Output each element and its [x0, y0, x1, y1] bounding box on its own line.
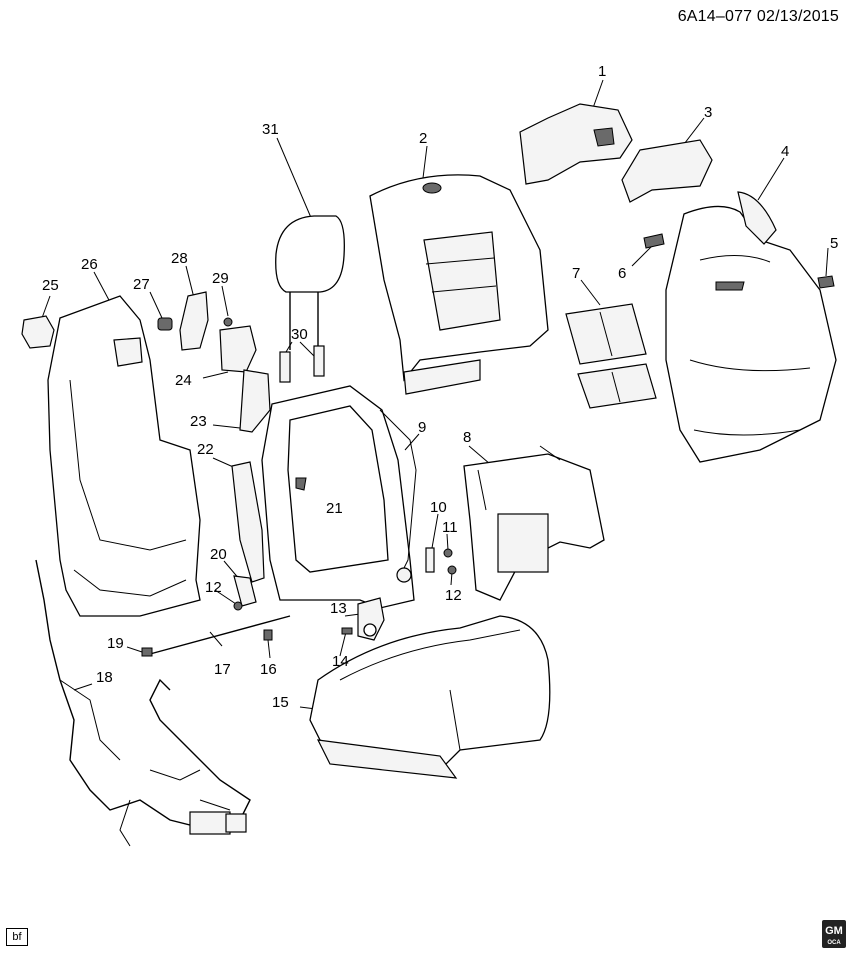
gm-logo-sub: OCA — [827, 940, 841, 946]
callout-20: 20 — [210, 546, 227, 563]
callout-26: 26 — [81, 256, 98, 273]
part-26-rear-panel — [47, 295, 201, 617]
part-1-shell — [519, 103, 633, 185]
part-16-fastener — [263, 629, 273, 641]
part-15-seat-cushion — [309, 615, 551, 771]
part-10-stud — [425, 547, 435, 573]
part-12-bolt — [233, 601, 243, 611]
part-24-latch — [219, 325, 257, 373]
callout-16: 16 — [260, 661, 277, 678]
part-7-heater-mat — [565, 303, 657, 409]
part-3-bolster — [621, 139, 713, 203]
callout-8: 8 — [463, 429, 472, 446]
callout-19: 19 — [107, 635, 124, 652]
callout-11: 11 — [442, 519, 458, 536]
part-27-pin — [157, 317, 173, 331]
callout-15: 15 — [272, 694, 289, 711]
part-22-side-pad — [231, 461, 265, 583]
part-29-screw — [223, 317, 233, 327]
part-14-bolt — [341, 627, 353, 635]
part-31-headrest — [275, 215, 345, 293]
callout-13: 13 — [330, 600, 347, 617]
callout-21: 21 — [326, 500, 343, 517]
gm-logo-text: GM — [825, 925, 843, 937]
callout-1: 1 — [598, 63, 607, 80]
callout-14: 14 — [332, 653, 349, 670]
callout-22: 22 — [197, 441, 214, 458]
callout-6: 6 — [618, 265, 627, 282]
part-4-back-cover — [665, 205, 837, 463]
callout-27: 27 — [133, 276, 150, 293]
callout-30: 30 — [291, 326, 308, 343]
gm-logo: GM OCA — [822, 920, 846, 948]
callout-31: 31 — [262, 121, 279, 138]
part-23-hinge — [239, 369, 271, 433]
footer-tag: bf — [6, 928, 28, 946]
part-19-end — [141, 647, 153, 657]
callout-7: 7 — [572, 265, 581, 282]
callout-23: 23 — [190, 413, 207, 430]
callout-4: 4 — [781, 143, 790, 160]
callout-12-left: 12 — [205, 579, 222, 596]
callout-17: 17 — [214, 661, 231, 678]
part-28-bracket — [179, 291, 209, 351]
part-17-rod — [149, 615, 291, 655]
callout-5: 5 — [830, 235, 839, 252]
callout-18: 18 — [96, 669, 113, 686]
part-21-clip — [295, 477, 307, 491]
part-6-badge — [643, 233, 665, 249]
part-5-knob — [817, 275, 835, 289]
part-11-nut — [443, 548, 453, 558]
callout-29: 29 — [212, 270, 229, 287]
callout-25: 25 — [42, 277, 59, 294]
diagram-id: 6A14–077 02/13/2015 — [677, 8, 839, 25]
part-12-bolt-right — [447, 565, 457, 575]
callout-28: 28 — [171, 250, 188, 267]
callout-12-right: 12 — [445, 587, 462, 604]
callout-2: 2 — [419, 130, 428, 147]
callout-9: 9 — [418, 419, 427, 436]
callout-10: 10 — [430, 499, 447, 516]
callout-3: 3 — [704, 104, 713, 121]
part-25-cap — [21, 315, 55, 349]
part-20-clip — [233, 575, 257, 607]
part-30-guide — [279, 351, 291, 383]
callout-24: 24 — [175, 372, 192, 389]
